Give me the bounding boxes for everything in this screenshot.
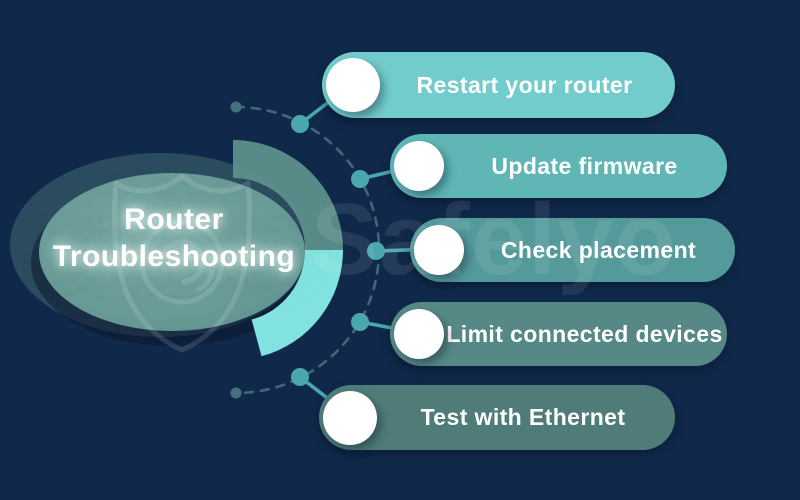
- ring-arc-upper: [233, 140, 343, 250]
- step-label: Check placement: [500, 236, 697, 263]
- step-pill-check-placement: Check placement: [410, 218, 735, 282]
- step-pill-restart-router: Restart your router: [322, 52, 675, 118]
- arc-end-dot-bottom: [230, 387, 242, 399]
- ring-arc-lower: [251, 250, 344, 357]
- step-pill-test-ethernet: Test with Ethernet: [319, 385, 675, 450]
- step-marker-circle: [414, 225, 464, 275]
- title-ellipse: [39, 173, 305, 331]
- connector-node-dots: [291, 115, 385, 386]
- step-marker-circle: [394, 309, 444, 359]
- step-label: Update firmware: [491, 152, 678, 179]
- arc-end-dot-top: [230, 101, 242, 113]
- step-label: Restart your router: [416, 71, 633, 98]
- step-label: Limit connected devices: [446, 320, 723, 347]
- diagram-title-line1: Router: [124, 203, 224, 236]
- step-marker-circle: [323, 390, 377, 445]
- diagram-title-line2: Troubleshooting: [52, 240, 296, 273]
- step-pill-update-firmware: Update firmware: [390, 134, 727, 198]
- step-pill-limit-devices: Limit connected devices: [390, 302, 727, 366]
- diagram-title: Router Troubleshooting: [28, 201, 320, 275]
- step-marker-circle: [326, 58, 380, 112]
- shield-watermark-icon: [112, 173, 252, 353]
- step-label: Test with Ethernet: [420, 404, 626, 430]
- step-marker-circle: [394, 141, 444, 191]
